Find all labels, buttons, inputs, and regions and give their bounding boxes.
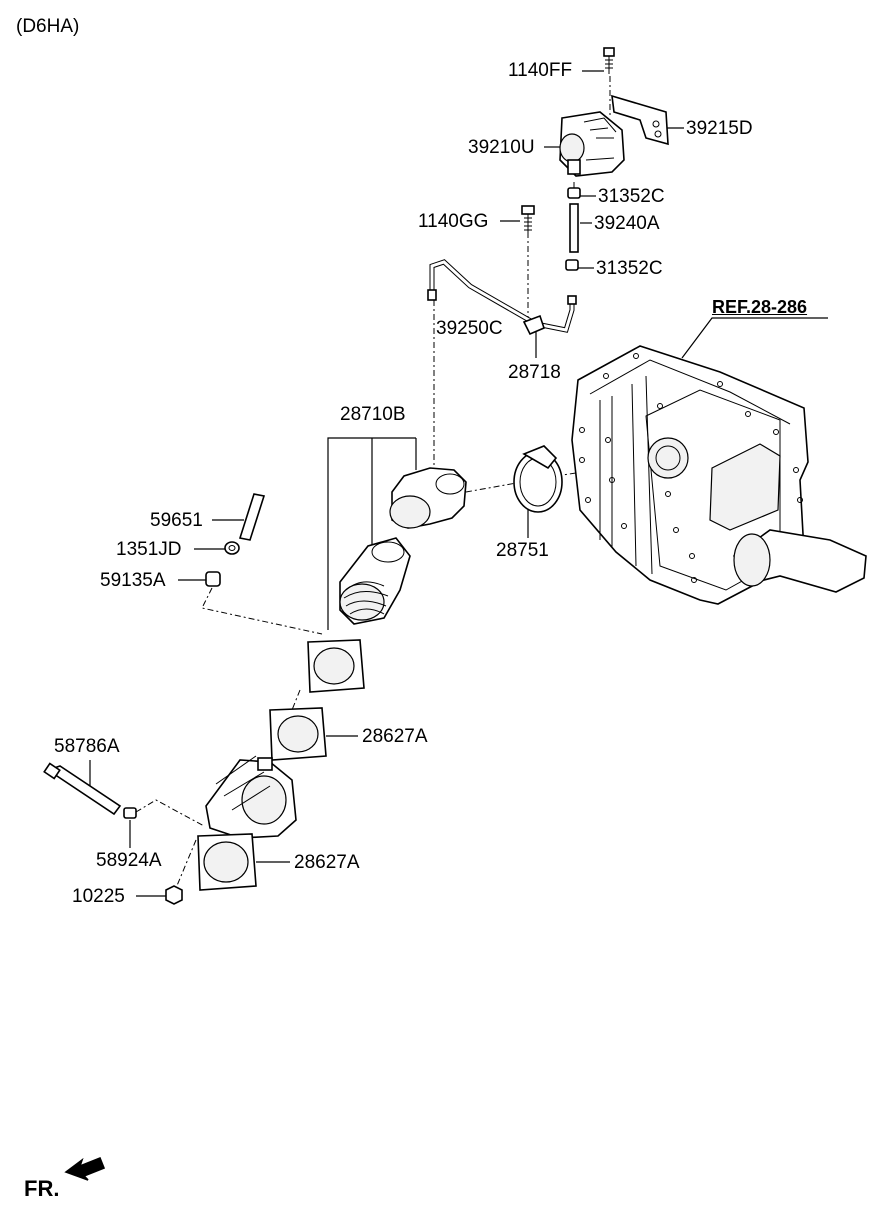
leader-lines — [89, 70, 828, 897]
pipe-39250C — [427, 259, 577, 336]
nut-10225 — [165, 885, 183, 905]
bolt-59651-set — [205, 493, 266, 587]
part-label-58786A[interactable]: 58786A — [54, 736, 120, 757]
hose-39240A-clamps — [565, 187, 581, 271]
part-label-28710B[interactable]: 28710B — [340, 404, 406, 425]
gasket-28627A-b — [197, 833, 257, 891]
part-label-10225[interactable]: 10225 — [72, 886, 125, 907]
pipe-58786A — [43, 762, 137, 819]
part-label-58924A[interactable]: 58924A — [96, 850, 162, 871]
front-direction-label: FR. — [24, 1176, 60, 1201]
part-label-31352C-upper[interactable]: 31352C — [598, 186, 665, 207]
clamp-28751 — [513, 445, 563, 513]
part-label-28751[interactable]: 28751 — [496, 540, 549, 561]
front-direction-arrow-icon — [64, 1156, 106, 1181]
bolt-1140FF — [603, 47, 615, 74]
part-label-28627A-lower[interactable]: 28627A — [294, 852, 360, 873]
bracket-39215D — [611, 94, 669, 146]
part-label-31352C-lower[interactable]: 31352C — [596, 258, 663, 279]
gasket-28627A-a — [269, 707, 327, 761]
part-label-28627A-upper[interactable]: 28627A — [362, 726, 428, 747]
reference-label[interactable]: REF.28-286 — [712, 297, 808, 317]
part-label-1140FF[interactable]: 1140FF — [508, 60, 573, 81]
valve-body — [205, 755, 297, 839]
part-label-39215D[interactable]: 39215D — [686, 118, 753, 139]
part-label-59135A[interactable]: 59135A — [100, 570, 166, 591]
part-label-39210U[interactable]: 39210U — [468, 137, 535, 158]
muffler-assembly — [571, 345, 867, 605]
part-label-59651[interactable]: 59651 — [150, 510, 203, 531]
part-label-39250C[interactable]: 39250C — [436, 318, 503, 339]
part-label-28718[interactable]: 28718 — [508, 362, 561, 383]
engine-code: (D6HA) — [16, 16, 80, 37]
actuator-39210U — [559, 111, 625, 177]
bolt-1140GG — [521, 205, 535, 234]
part-label-1140GG[interactable]: 1140GG — [418, 211, 489, 232]
gasket-upper — [307, 639, 365, 693]
part-label-1351JD[interactable]: 1351JD — [116, 539, 182, 560]
part-label-39240A[interactable]: 39240A — [594, 213, 660, 234]
hose-28710B — [339, 467, 467, 625]
